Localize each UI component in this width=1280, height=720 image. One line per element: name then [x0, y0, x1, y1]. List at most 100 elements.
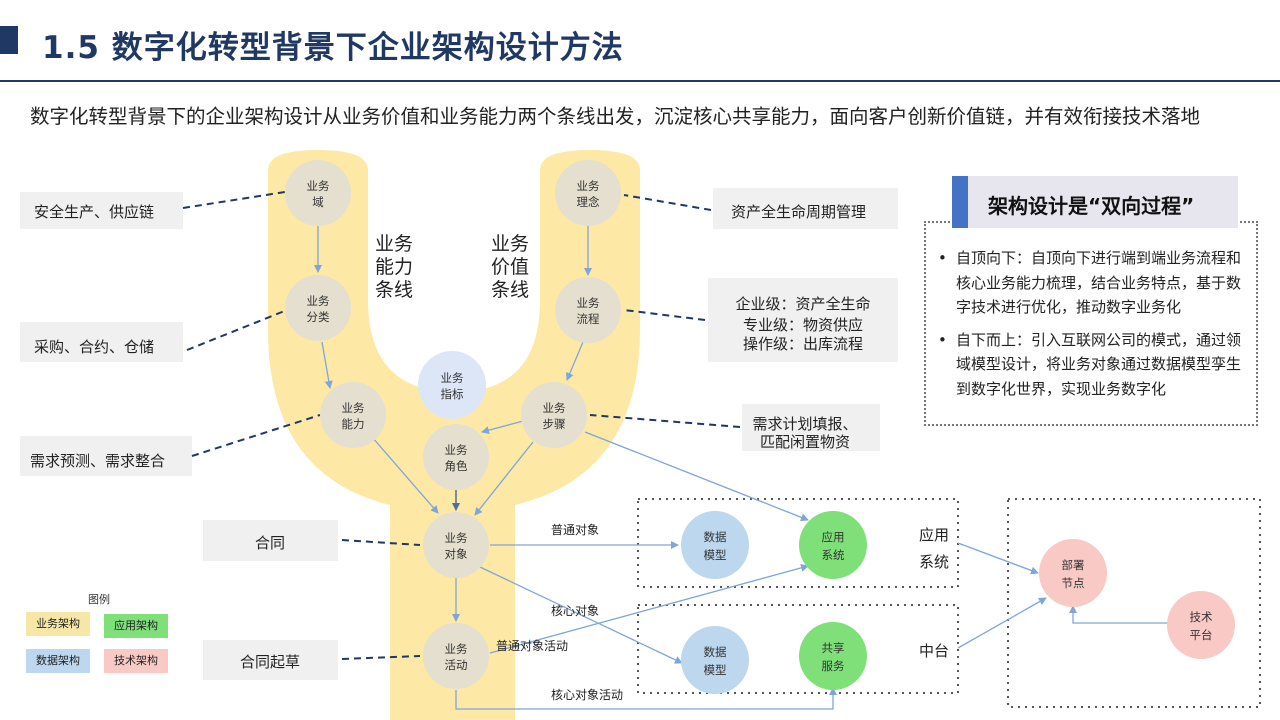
node-yewu-zhibiao-label-1: 业务	[441, 371, 464, 385]
node-bushu-jiedian: 部署 节点	[1039, 539, 1107, 607]
legend-technology: 技术架构	[104, 649, 168, 673]
connector-hetong	[341, 539, 421, 546]
edge-label-putong-duixiang: 普通对象	[551, 523, 599, 537]
node-gongxiang-fuwu-label-1: 共享	[822, 641, 845, 655]
side-box-hetong-text: 合同	[255, 534, 285, 552]
right-stream-label-3: 条线	[491, 279, 529, 301]
side-box-caigou	[20, 322, 183, 362]
side-box-qiyeji-line-1: 企业级：资产全生命	[735, 295, 870, 313]
node-yewu-nengli-label-2: 能力	[342, 417, 365, 431]
node-yewu-zhibiao: 业务 指标	[418, 351, 486, 419]
node-bushu-jiedian-label-2: 节点	[1062, 576, 1085, 590]
node-yewu-buzhou-label-1: 业务	[543, 401, 566, 415]
node-yewu-huodong-label-2: 活动	[445, 658, 468, 672]
intro-paragraph: 数字化转型背景下的企业架构设计从业务价值和业务能力两个条线出发，沉淀核心共享能力…	[30, 105, 1201, 128]
right-stream-label-1: 业务	[491, 233, 529, 255]
arrow-fenlei-nengli	[321, 341, 333, 389]
middle-platform-group	[637, 604, 959, 694]
group-label-yingyong-2: 系统	[919, 553, 949, 571]
connector-hetong-qicao	[341, 655, 421, 660]
arrow-hexin-huodong	[455, 687, 837, 710]
side-box-xuqiu-jihua-line-2: 匹配闲置物资	[760, 433, 850, 451]
legend-title: 图例	[88, 593, 110, 606]
node-yewu-duixiang: 业务 对象	[423, 512, 489, 578]
node-yewu-linian-label-1: 业务	[577, 179, 600, 193]
panel-header	[952, 176, 1238, 228]
title-accent-bar	[0, 26, 18, 54]
node-gongxiang-fuwu: 共享 服务	[799, 622, 867, 690]
node-jishu-pingtai-label-1: 技术	[1190, 610, 1213, 624]
panel-bullet-top-down-text: 自顶向下：自顶向下进行端到端业务流程和核心业务能力梳理，结合业务特点，基于数字技…	[956, 249, 1242, 316]
node-yewu-liucheng-label-2: 流程	[577, 312, 600, 326]
left-stream-label-1: 业务	[375, 233, 413, 255]
side-box-hetong	[203, 520, 338, 561]
arrow-buzhou-juese	[481, 419, 528, 435]
connector-zichan	[623, 194, 712, 211]
node-jishu-pingtai: 技术 平台	[1167, 591, 1235, 659]
legend-application: 应用架构	[104, 614, 168, 638]
node-yewu-duixiang-label-2: 对象	[445, 547, 468, 561]
panel-header-text: 架构设计是“双向过程”	[988, 194, 1195, 218]
group-label-yingyong-1: 应用	[919, 526, 949, 544]
panel-bullet-bottom-up: •自下而上：引入互联网公司的模式，通过领域模型设计，将业务对象通过数据模型孪生到…	[936, 328, 1248, 402]
arrow-zhongtai-bushu	[957, 597, 1047, 649]
node-yewu-yu: 业务 域	[285, 160, 351, 226]
edge-label-hexin-huodong: 核心对象活动	[551, 688, 623, 702]
group-label-zhongtai: 中台	[919, 642, 949, 660]
side-box-xuqiu	[20, 436, 192, 476]
side-box-qiyeji	[708, 278, 898, 362]
node-yingyong-xitong-label-2: 系统	[822, 548, 845, 562]
panel-bullet-list: • 自顶向下：自顶向下进行端到端业务流程和核心业务能力梳理，结合业务特点，基于数字…	[936, 246, 1248, 409]
arrow-buzhou-duixiang	[474, 441, 534, 516]
side-box-qiyeji-line-2: 专业级：物资供应	[743, 316, 863, 334]
node-yewu-fenlei-label-2: 分类	[307, 310, 330, 324]
edge-label-putong-huodong: 普通对象活动	[496, 639, 568, 653]
node-yewu-buzhou: 业务 步骤	[521, 382, 587, 448]
left-stream-label-2: 能力	[375, 256, 413, 278]
arrow-liucheng-buzhou	[566, 341, 584, 381]
node-yewu-huodong: 业务 活动	[423, 623, 489, 689]
side-box-qiyeji-line-3: 操作级：出库流程	[743, 335, 863, 353]
side-box-anquan	[20, 192, 183, 229]
node-yewu-fenlei: 业务 分类	[285, 275, 351, 341]
title-divider	[0, 80, 1280, 82]
edge-label-hexin-duixiang: 核心对象	[551, 604, 599, 618]
arrow-buzhou-yingyong	[584, 431, 809, 522]
node-yewu-fenlei-label-1: 业务	[307, 294, 330, 308]
side-box-anquan-text: 安全生产、供应链	[34, 203, 154, 221]
right-stream-label-2: 价值	[491, 256, 529, 278]
side-box-zichan-text: 资产全生命周期管理	[731, 203, 866, 221]
arrow-jishu-bushu	[1069, 605, 1168, 624]
node-yewu-juese-label-2: 角色	[445, 459, 468, 473]
left-stream-label-3: 条线	[375, 279, 413, 301]
connector-xuqiu	[191, 414, 321, 457]
node-shuju-moxing-1-label-2: 模型	[704, 548, 727, 562]
tech-group	[1007, 498, 1261, 708]
bullet-marker: •	[938, 249, 947, 267]
side-box-caigou-text: 采购、合约、仓储	[34, 338, 154, 356]
node-yewu-linian-label-2: 理念	[577, 195, 600, 209]
node-yewu-nengli-label-1: 业务	[342, 401, 365, 415]
node-yewu-juese-label-1: 业务	[445, 443, 468, 457]
node-shuju-moxing-2: 数据 模型	[681, 626, 749, 694]
node-shuju-moxing-2-label-2: 模型	[704, 663, 727, 677]
node-yewu-zhibiao-label-2: 指标	[441, 387, 464, 401]
arrow-yingyong-bushu	[957, 542, 1039, 575]
side-box-hetong-qicao	[203, 640, 338, 680]
arrow-hexin-duixiang	[479, 566, 683, 664]
connector-anquan	[182, 191, 286, 209]
page-title: 1.5 数字化转型背景下企业架构设计方法	[42, 30, 624, 66]
node-yewu-juese: 业务 角色	[423, 424, 489, 490]
node-yingyong-xitong-label-1: 应用	[822, 530, 845, 544]
connector-caigou	[186, 309, 288, 351]
side-box-hetong-qicao-text: 合同起草	[240, 653, 300, 671]
node-yewu-yu-label-2: 域	[312, 195, 324, 209]
side-box-zichan	[713, 188, 898, 229]
arrow-nengli-duixiang	[371, 436, 439, 514]
node-yewu-huodong-label-1: 业务	[445, 642, 468, 656]
node-jishu-pingtai-label-2: 平台	[1190, 628, 1213, 642]
node-yewu-yu-label-1: 业务	[307, 179, 330, 193]
legend-business: 业务架构	[26, 612, 90, 636]
legend-data: 数据架构	[26, 649, 90, 673]
